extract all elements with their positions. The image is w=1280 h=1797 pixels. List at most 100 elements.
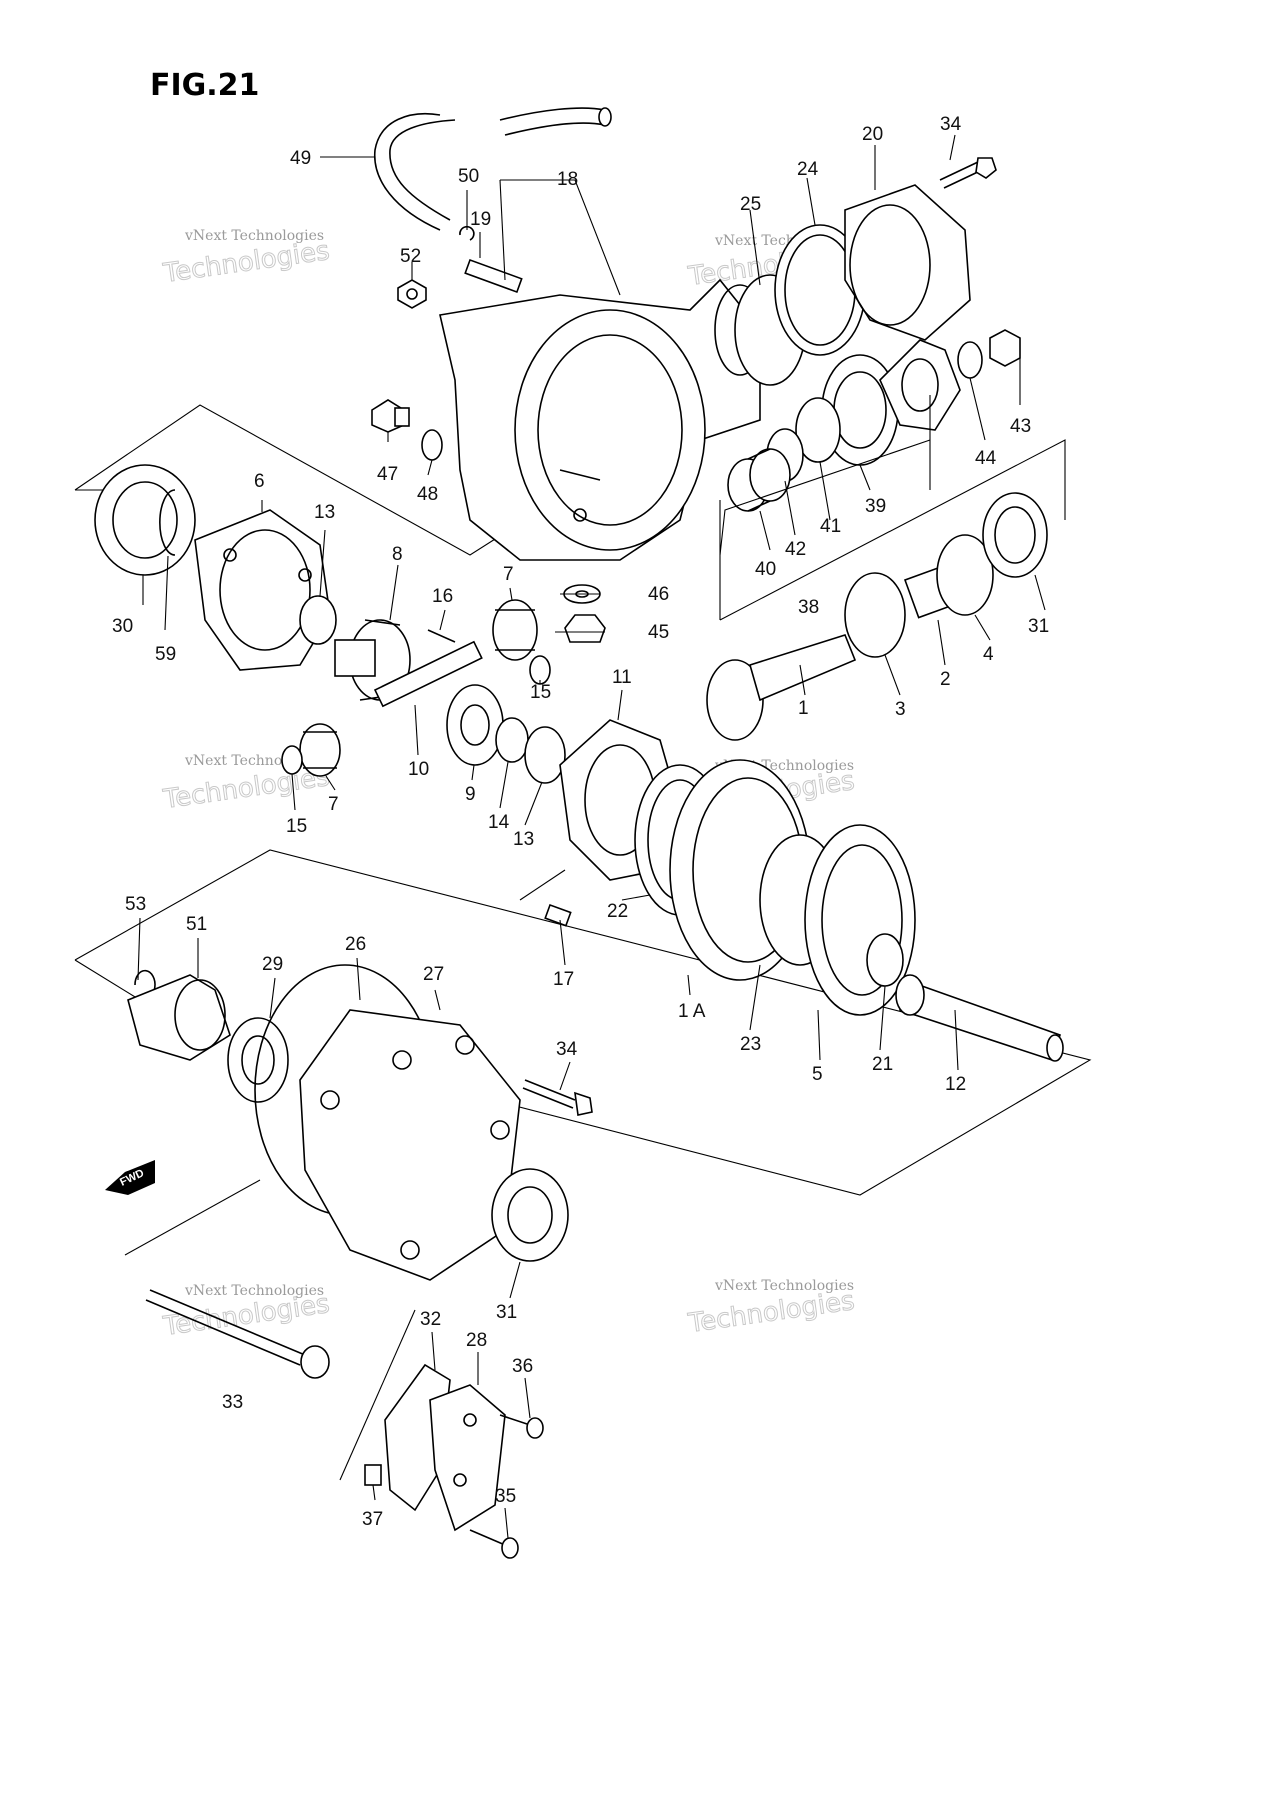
callout-51: 51 bbox=[186, 914, 207, 935]
callout-23: 23 bbox=[740, 1034, 761, 1055]
callout-46: 46 bbox=[648, 584, 669, 605]
watermark-bottom-left: vNext Technologies Technologies bbox=[160, 1283, 332, 1343]
watermark-text-large: Technologies bbox=[161, 762, 332, 815]
plug-45 bbox=[564, 614, 606, 643]
callout-17: 17 bbox=[553, 969, 574, 990]
bolt-34-bottom bbox=[522, 1079, 593, 1116]
pinion-gear-7-lower bbox=[299, 723, 341, 777]
callout-39: 39 bbox=[865, 496, 886, 517]
callout-15-lower: 15 bbox=[286, 816, 307, 837]
callout-8: 8 bbox=[392, 544, 403, 565]
extension-case-20 bbox=[844, 184, 971, 341]
callout-1A: 1 A bbox=[678, 1001, 706, 1022]
differential-housing bbox=[439, 278, 766, 561]
callout-13-top: 13 bbox=[314, 502, 335, 523]
callout-30: 30 bbox=[112, 616, 133, 637]
bolt-35 bbox=[469, 1529, 519, 1559]
washer-44 bbox=[957, 341, 983, 379]
callout-4: 4 bbox=[983, 644, 994, 665]
ring-21 bbox=[866, 933, 904, 987]
callout-18: 18 bbox=[557, 169, 578, 190]
callout-3: 3 bbox=[895, 699, 906, 720]
callout-41: 41 bbox=[820, 516, 841, 537]
washer-13-lower bbox=[524, 726, 566, 784]
watermark-text: vNext Technologies bbox=[184, 228, 324, 244]
bolt-36 bbox=[499, 1414, 544, 1439]
snap-ring-59 bbox=[159, 489, 176, 556]
washer-15-top bbox=[529, 655, 551, 685]
callout-7-top: 7 bbox=[503, 564, 514, 585]
assembly-bracket-pinion bbox=[719, 439, 1066, 621]
washer-15-lower bbox=[281, 745, 303, 775]
callout-37: 37 bbox=[362, 1509, 383, 1530]
housing-cover-27 bbox=[299, 1009, 521, 1281]
pin-19 bbox=[464, 258, 523, 293]
gasket-48 bbox=[421, 429, 443, 461]
bearing-3 bbox=[844, 572, 906, 658]
oil-seal-31-bottom bbox=[491, 1168, 569, 1262]
callout-28: 28 bbox=[466, 1330, 487, 1351]
callout-34-bottom: 34 bbox=[556, 1039, 578, 1060]
watermark-bottom-right: vNext Technologies Technologies bbox=[685, 1278, 857, 1340]
callout-42: 42 bbox=[785, 539, 806, 560]
drain-plug-47 bbox=[371, 399, 410, 433]
callout-50: 50 bbox=[458, 166, 479, 187]
callout-40: 40 bbox=[755, 559, 776, 580]
callout-20: 20 bbox=[862, 124, 883, 145]
bolt-34-top bbox=[939, 157, 997, 189]
flange-43-yoke bbox=[879, 339, 961, 431]
callout-31-bottom: 31 bbox=[496, 1302, 517, 1323]
differential-case-6 bbox=[194, 509, 331, 671]
pin-16 bbox=[427, 629, 456, 643]
bracket-28 bbox=[429, 1384, 506, 1532]
callout-48: 48 bbox=[417, 484, 438, 505]
clip-50 bbox=[459, 225, 475, 241]
callout-52: 52 bbox=[400, 246, 421, 267]
oil-seal-31-top bbox=[982, 492, 1048, 578]
dowel-37 bbox=[364, 1464, 382, 1486]
callout-6: 6 bbox=[254, 471, 265, 492]
callout-12: 12 bbox=[945, 1074, 966, 1095]
callout-45: 45 bbox=[648, 622, 669, 643]
long-bolt-33 bbox=[145, 1289, 330, 1379]
callout-5: 5 bbox=[812, 1064, 823, 1085]
callout-31-top: 31 bbox=[1028, 616, 1049, 637]
callout-26: 26 bbox=[345, 934, 366, 955]
callout-24: 24 bbox=[797, 159, 819, 180]
watermark-text: vNext Technologies bbox=[714, 1278, 854, 1294]
side-gear-9 bbox=[446, 684, 504, 766]
callout-22: 22 bbox=[607, 901, 628, 922]
figure-title: FIG.21 bbox=[150, 68, 259, 103]
callout-11: 11 bbox=[612, 667, 632, 688]
callout-43: 43 bbox=[1010, 416, 1031, 437]
callout-2: 2 bbox=[940, 669, 951, 690]
collar-40 bbox=[727, 448, 791, 512]
leader-lines bbox=[137, 134, 1046, 1539]
callout-32: 32 bbox=[420, 1309, 441, 1330]
callout-33: 33 bbox=[222, 1392, 243, 1413]
callout-53: 53 bbox=[125, 894, 146, 915]
washer-13-left bbox=[299, 595, 337, 645]
callout-47: 47 bbox=[377, 464, 398, 485]
callout-25: 25 bbox=[740, 194, 761, 215]
assembly-bracket-lower bbox=[74, 849, 1092, 1481]
callout-49: 49 bbox=[290, 148, 311, 169]
callout-1: 1 bbox=[798, 698, 809, 719]
callout-15-top: 15 bbox=[530, 682, 551, 703]
callout-36: 36 bbox=[512, 1356, 533, 1377]
callout-9: 9 bbox=[465, 784, 476, 805]
callout-13-lower: 13 bbox=[513, 829, 534, 850]
callout-14: 14 bbox=[488, 812, 510, 833]
callout-34-top: 34 bbox=[940, 114, 962, 135]
oil-seal-30 bbox=[94, 464, 196, 576]
sleeve-51 bbox=[127, 974, 231, 1061]
watermark-top-left: vNext Technologies Technologies bbox=[160, 228, 332, 290]
nut-52 bbox=[397, 279, 427, 309]
callout-35: 35 bbox=[495, 1486, 516, 1507]
fwd-direction-marker: FWD bbox=[105, 1160, 155, 1195]
callout-59: 59 bbox=[155, 644, 176, 665]
washer-14 bbox=[495, 717, 529, 763]
pinion-gear-7-top bbox=[492, 599, 538, 661]
callout-27: 27 bbox=[423, 964, 444, 985]
